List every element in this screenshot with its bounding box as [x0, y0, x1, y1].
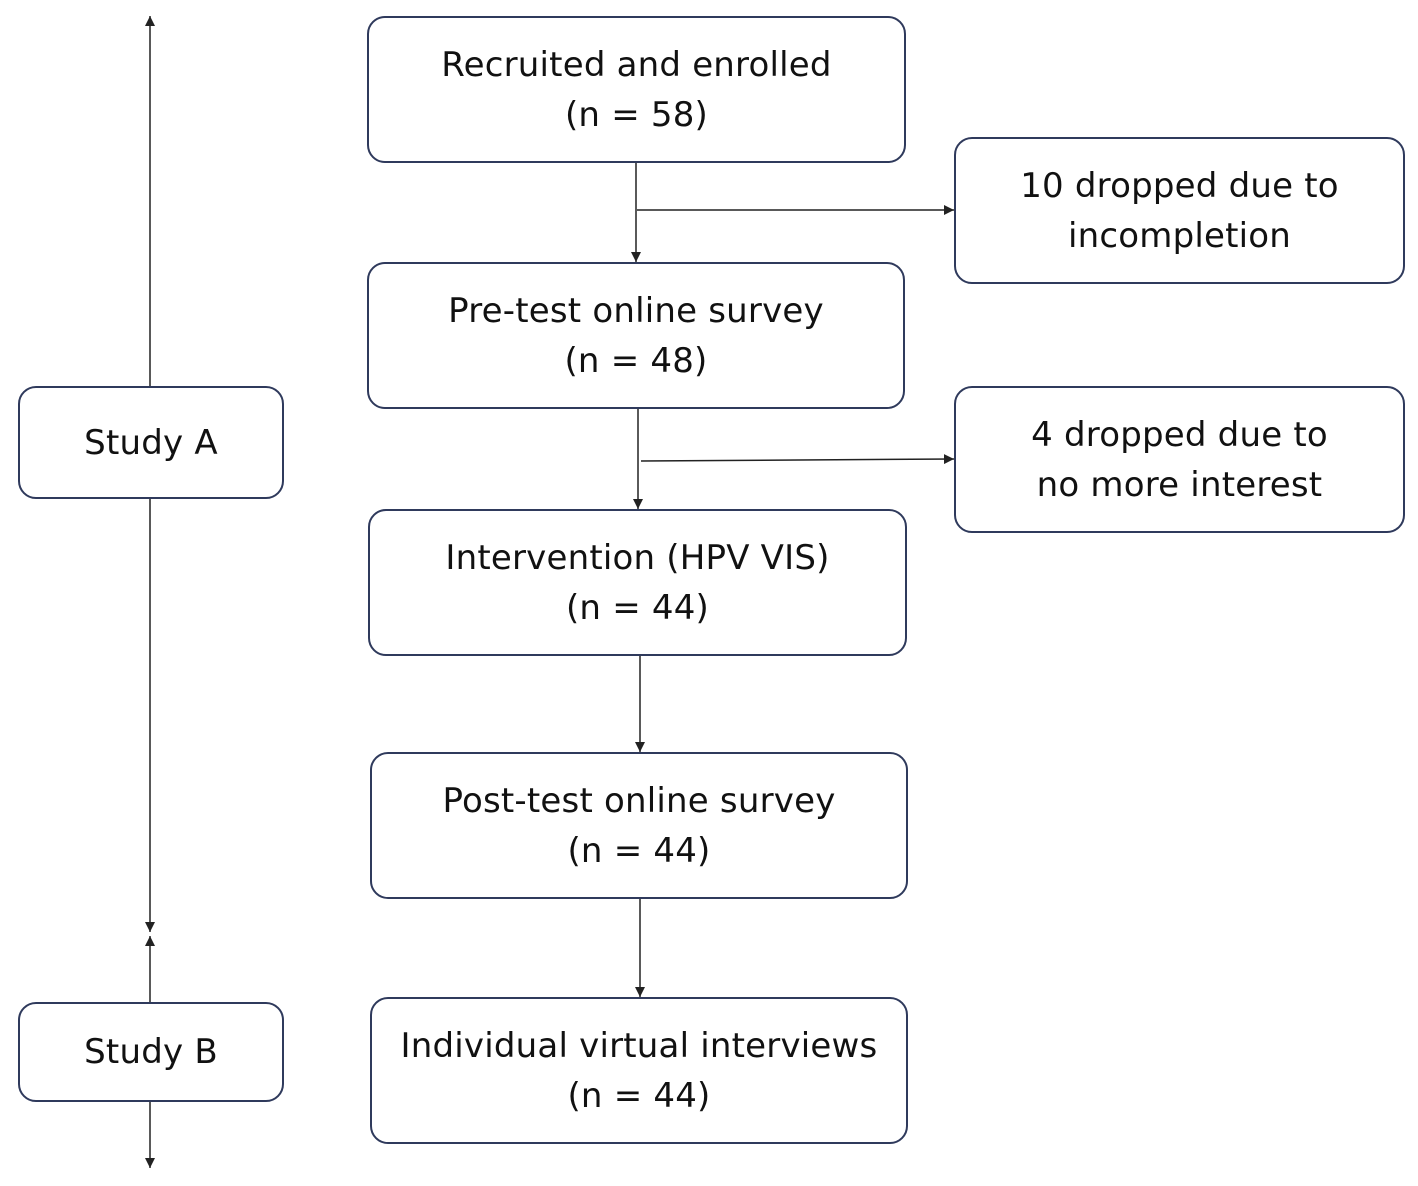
interviews-title: Individual virtual interviews [400, 1025, 878, 1066]
posttest-title: Post-test online survey [442, 780, 836, 821]
dropout-first-line2: incompletion [1067, 215, 1292, 256]
intervention-box: Intervention (HPV VIS) (n = 44) [368, 509, 907, 656]
interviews-count: (n = 44) [567, 1075, 711, 1116]
arrow-to-dropout-second [640, 454, 955, 465]
interviews-box: Individual virtual interviews (n = 44) [370, 997, 908, 1144]
pretest-count: (n = 48) [564, 340, 708, 381]
study-b-box: Study B [18, 1002, 284, 1102]
dropout-first-box: 10 dropped due to incompletion [954, 137, 1405, 284]
recruited-count: (n = 58) [564, 94, 709, 135]
dropout-second-box: 4 dropped due to no more interest [954, 386, 1405, 533]
intervention-count: (n = 44) [565, 587, 710, 628]
recruited-box: Recruited and enrolled (n = 58) [367, 16, 906, 163]
dropout-second-line1: 4 dropped due to [1031, 414, 1328, 455]
dropout-second-line2: no more interest [1036, 464, 1323, 505]
intervention-title: Intervention (HPV VIS) [445, 537, 830, 578]
recruited-title: Recruited and enrolled [441, 44, 832, 85]
study-b-label: Study B [84, 1032, 218, 1072]
pretest-box: Pre-test online survey (n = 48) [367, 262, 905, 409]
study-a-label: Study A [84, 422, 218, 463]
posttest-count: (n = 44) [567, 830, 711, 871]
dropout-first-line1: 10 dropped due to [1020, 165, 1339, 206]
pretest-title: Pre-test online survey [448, 290, 824, 331]
posttest-box: Post-test online survey (n = 44) [370, 752, 908, 899]
study-a-box: Study A [18, 386, 284, 499]
